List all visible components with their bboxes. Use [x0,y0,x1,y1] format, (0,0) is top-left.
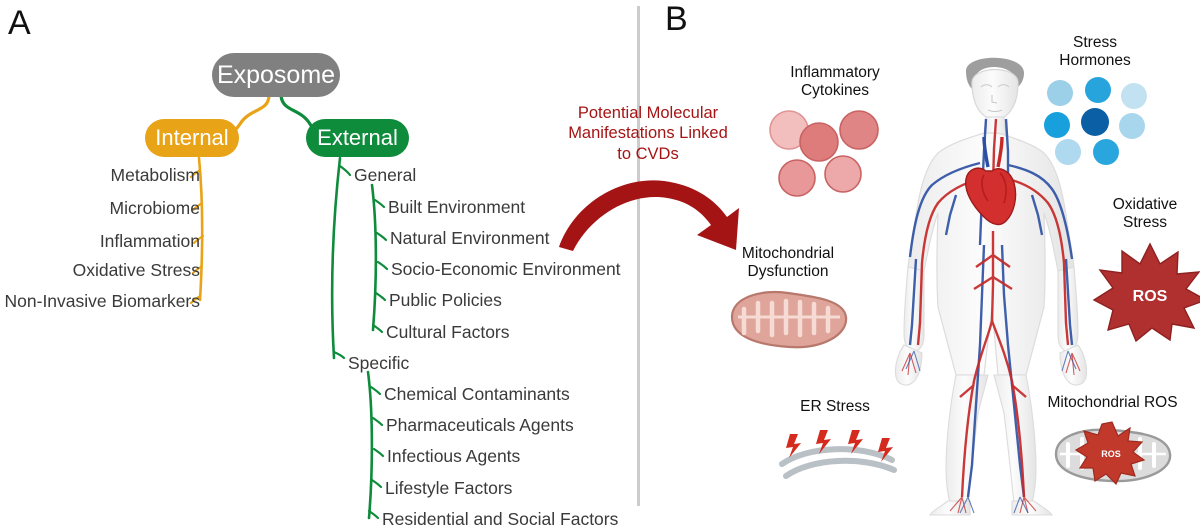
arrow-caption: Potential Molecular Manifestations Linke… [568,104,728,163]
panel-b-label: B [665,0,688,38]
mito-ros-badge-text: ROS [1101,449,1121,459]
label-mitochondrial-ros: Mitochondrial ROS [1047,394,1178,411]
leaf-infectious-agents: Infectious Agents [387,446,521,466]
leaf-cultural-factors: Cultural Factors [386,322,510,342]
group-general: General [354,165,417,185]
mindmap-connectors [189,94,389,520]
panel-a-label: A [8,4,31,42]
er-stress-icon [779,430,897,479]
leaf-natural-environment: Natural Environment [390,228,550,248]
human-circulatory-system [894,57,1088,516]
leaf-pharmaceuticals-agents: Pharmaceuticals Agents [386,415,574,435]
label-oxidative-stress: Oxidative Stress [1112,196,1178,232]
leaf-built-environment: Built Environment [388,197,526,217]
node-internal[interactable]: Internal [145,119,239,157]
inflammatory-cytokines-icon [769,110,879,197]
leaf-chemical-contaminants: Chemical Contaminants [384,384,570,404]
leaf-non-invasive-biomarkers: Non-Invasive Biomarkers [4,291,200,311]
node-external[interactable]: External [306,119,409,157]
stress-hormones-icon [1044,77,1147,165]
leaf-socio-economic-environment: Socio-Economic Environment [391,259,621,279]
panel-divider [637,6,640,506]
leaf-residential-and-social-factors: Residential and Social Factors [382,509,619,529]
leaf-microbiome: Microbiome [109,198,200,218]
label-stress-hormones: Stress Hormones [1059,34,1131,70]
ros-badge-text: ROS [1133,288,1168,305]
label-er-stress: ER Stress [800,398,870,415]
leaf-metabolism: Metabolism [110,165,200,185]
label-inflammatory-cytokines: Inflammatory Cytokines [790,64,880,100]
mitochondrial-ros-icon: ROS [1054,421,1172,486]
heart-icon [965,167,1017,226]
mitochondrion-icon [730,291,848,349]
leaf-inflammation: Inflammation [99,231,200,251]
label-mitochondrial-dysfunction: Mitochondrial Dysfunction [741,245,835,281]
leaf-oxidative-stress: Oxidative Stress [72,260,200,280]
curved-arrow-icon [559,180,739,251]
leaf-lifestyle-factors: Lifestyle Factors [385,478,513,498]
group-specific: Specific [348,353,410,373]
oxidative-stress-ros-icon: ROS [1092,242,1200,343]
leaf-public-policies: Public Policies [389,290,502,310]
node-exposome[interactable]: Exposome [212,53,340,97]
